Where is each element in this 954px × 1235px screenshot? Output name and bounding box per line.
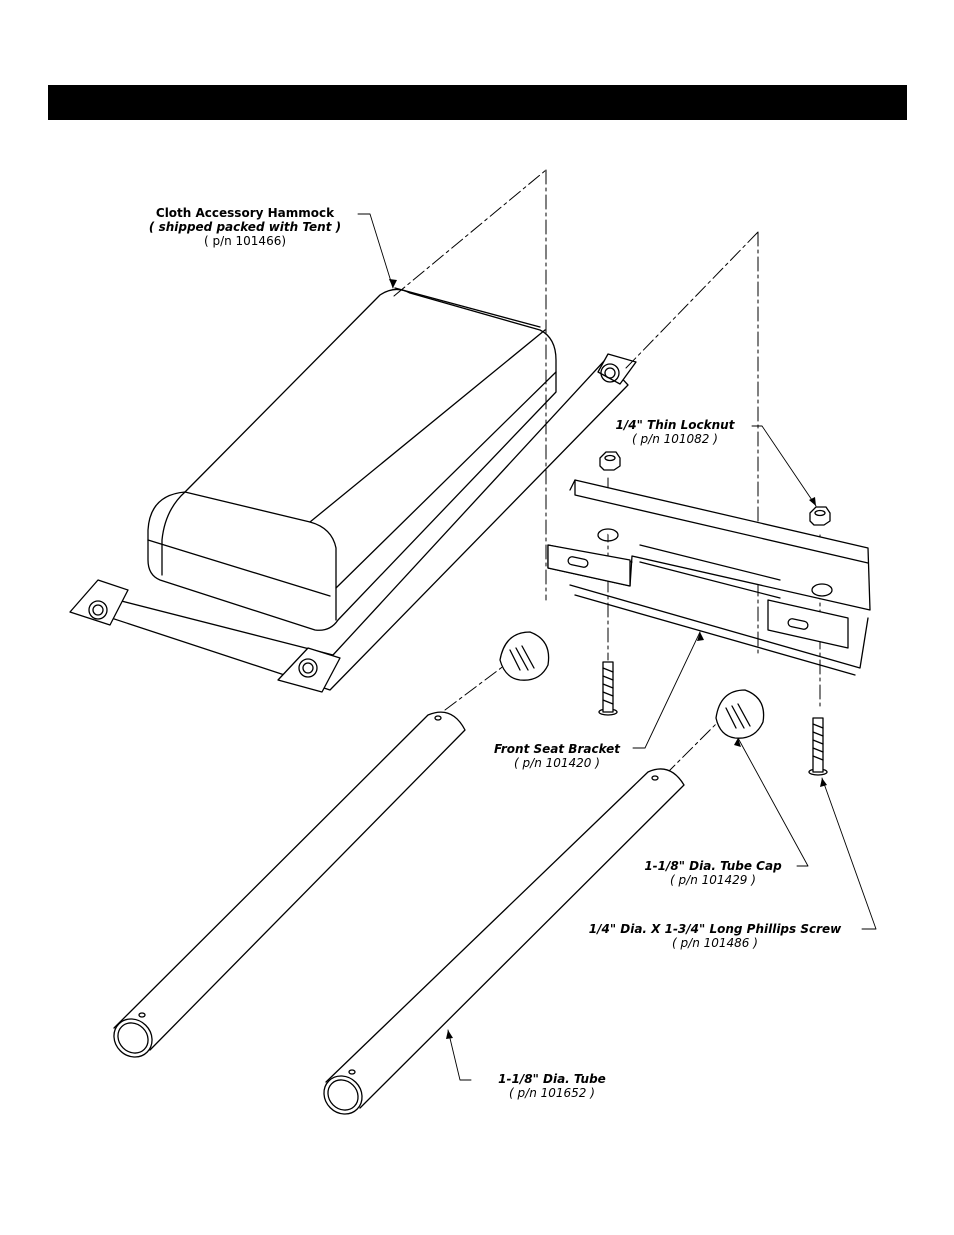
label-tube-cap: 1-1/8" Dia. Tube Cap ( p/n 101429 ) bbox=[628, 859, 798, 887]
label-tube: 1-1/8" Dia. Tube ( p/n 101652 ) bbox=[472, 1072, 632, 1100]
label-tube-pn: ( p/n 101652 ) bbox=[472, 1086, 632, 1100]
label-hammock-title: Cloth Accessory Hammock bbox=[130, 206, 360, 220]
label-tube-cap-title: 1-1/8" Dia. Tube Cap bbox=[628, 859, 798, 873]
label-locknut-pn: ( p/n 101082 ) bbox=[600, 432, 750, 446]
label-bracket-title: Front Seat Bracket bbox=[482, 742, 632, 756]
label-tube-title: 1-1/8" Dia. Tube bbox=[472, 1072, 632, 1086]
label-screw-title: 1/4" Dia. X 1-3/4" Long Phillips Screw bbox=[560, 922, 870, 936]
label-screw: 1/4" Dia. X 1-3/4" Long Phillips Screw (… bbox=[560, 922, 870, 950]
label-locknut: 1/4" Thin Locknut ( p/n 101082 ) bbox=[600, 418, 750, 446]
hammock-body bbox=[148, 288, 556, 630]
label-hammock: Cloth Accessory Hammock ( shipped packed… bbox=[130, 206, 360, 248]
tubes bbox=[106, 712, 684, 1122]
screws bbox=[599, 662, 827, 775]
tube-caps bbox=[500, 632, 764, 738]
label-bracket: Front Seat Bracket ( p/n 101420 ) bbox=[482, 742, 632, 770]
label-hammock-pn: ( p/n 101466) bbox=[130, 234, 360, 248]
label-bracket-pn: ( p/n 101420 ) bbox=[482, 756, 632, 770]
label-locknut-title: 1/4" Thin Locknut bbox=[600, 418, 750, 432]
label-hammock-note: ( shipped packed with Tent ) bbox=[130, 220, 360, 234]
label-tube-cap-pn: ( p/n 101429 ) bbox=[628, 873, 798, 887]
label-screw-pn: ( p/n 101486 ) bbox=[560, 936, 870, 950]
